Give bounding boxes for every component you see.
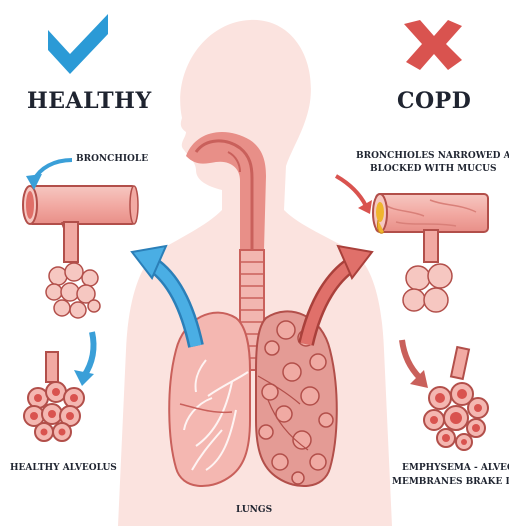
cross-icon — [404, 20, 462, 70]
mucus-pointer-arrow — [336, 176, 372, 214]
copd-bronchiole — [373, 194, 488, 312]
healthy-lung — [169, 313, 250, 486]
healthy-down-arrow — [74, 332, 94, 386]
copd-lung — [256, 311, 337, 486]
bronchiole-label: BRONCHIOLE — [76, 153, 148, 165]
emphysema-label-line-2: MEMBRANES BRAKE DOWN — [392, 476, 509, 488]
copd-heading: COPD — [397, 88, 471, 114]
healthy-bronchiole — [23, 186, 138, 318]
copd-bronchiole-label-line-1: BRONCHIOLES NARROWED AND — [356, 150, 509, 162]
copd-alveolus — [424, 347, 488, 450]
copd-bronchiole-label-line-2: BLOCKED WITH MUCUS — [370, 163, 497, 175]
check-icon — [48, 14, 108, 74]
lungs-label: LUNGS — [236, 504, 272, 516]
healthy-alveolus — [24, 352, 84, 441]
copd-down-arrow — [402, 340, 428, 388]
emphysema-label-line-1: EMPHYSEMA - ALVEOLAR — [402, 462, 509, 474]
healthy-heading: HEALTHY — [27, 88, 152, 114]
healthy-alveolus-label: HEALTHY ALVEOLUS — [10, 462, 117, 474]
